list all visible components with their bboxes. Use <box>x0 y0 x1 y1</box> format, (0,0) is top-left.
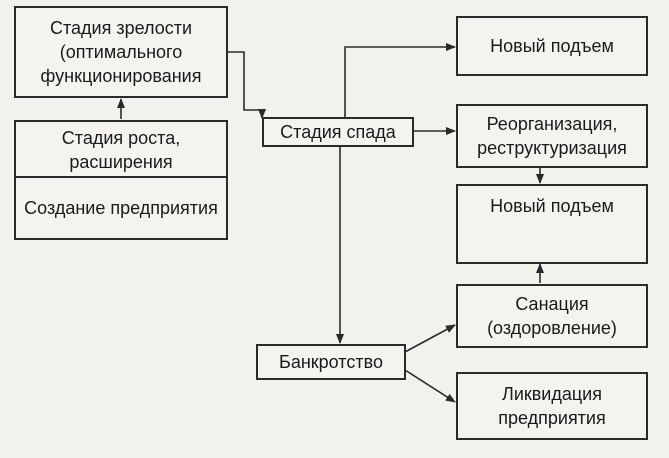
box-new-rise-2-label: Новый подъем <box>490 196 614 216</box>
box-new-rise-2: Новый подъем <box>456 184 648 264</box>
box-decline: Стадия спада <box>262 117 414 147</box>
box-bankruptcy-label: Банкротство <box>279 352 383 372</box>
box-reorganization: Реорганизация, реструктуризация <box>456 104 648 168</box>
box-reorganization-label: Реорганизация, реструктуризация <box>477 114 627 158</box>
arrow-decline-to-new-rise <box>344 43 456 117</box>
box-new-rise-1-label: Новый подъем <box>490 36 614 56</box>
box-decline-label: Стадия спада <box>280 122 396 142</box>
arrow-bankruptcy-to-sanation <box>404 324 456 353</box>
box-liquidation: Ликвидация предприятия <box>456 372 648 440</box>
arrow-bankruptcy-to-liquidation <box>404 369 456 403</box>
box-sanation: Санация (оздоровление) <box>456 284 648 348</box>
box-creation-label: Создание предприятия <box>24 198 218 218</box>
box-growth: Стадия роста, расширения <box>14 120 228 180</box>
box-maturity-label: Стадия зрелости (оптимального функционир… <box>40 18 202 86</box>
box-maturity: Стадия зрелости (оптимального функционир… <box>14 6 228 98</box>
box-sanation-label: Санация (оздоровление) <box>487 294 617 338</box>
box-liquidation-label: Ликвидация предприятия <box>498 384 606 428</box>
box-growth-label: Стадия роста, расширения <box>61 128 181 172</box>
box-new-rise-1: Новый подъем <box>456 16 648 76</box>
arrow-maturity-to-decline <box>228 51 266 119</box>
box-bankruptcy: Банкротство <box>256 344 406 380</box>
box-creation: Создание предприятия <box>14 176 228 240</box>
